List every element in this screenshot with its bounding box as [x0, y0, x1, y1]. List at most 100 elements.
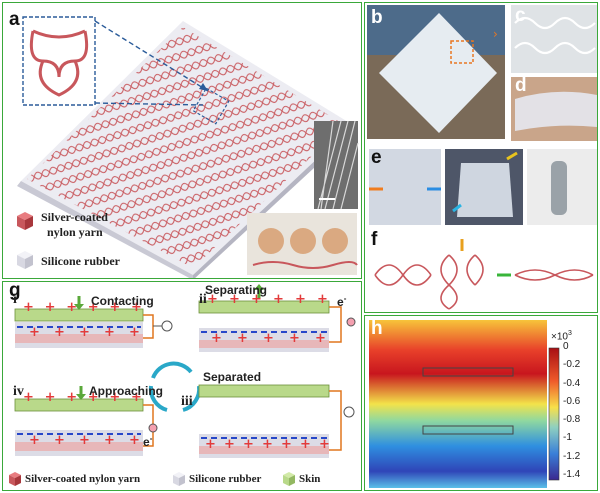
colorbar — [548, 347, 560, 481]
positive-charge-icon: + — [109, 300, 121, 315]
step-iii-diagram — [198, 384, 355, 458]
separated-label: Separated — [203, 370, 262, 384]
panel-g-graphic — [9, 284, 356, 486]
panel-h-graphic — [369, 320, 560, 488]
potential-field-map — [369, 320, 547, 488]
positive-charge-icon: + — [54, 433, 65, 448]
legend-yarn-label-2: nylon yarn — [47, 225, 103, 239]
panel-c-label: c — [515, 5, 526, 26]
svg-text:›: › — [493, 27, 498, 41]
positive-charge-icon: + — [207, 292, 218, 307]
positive-charge-icon: + — [66, 300, 78, 315]
positive-charge-icon: + — [66, 390, 78, 405]
positive-charge-icon: + — [211, 331, 222, 346]
legend-g-skin-label: Skin — [299, 473, 321, 485]
positive-charge-icon: + — [104, 325, 115, 340]
legend-yarn-cube — [17, 212, 33, 230]
positive-charge-icon: + — [229, 292, 240, 307]
positive-charge-icon: + — [104, 433, 115, 448]
colorbar-tick-label: -0.8 — [563, 414, 581, 426]
step-iv-label: iv — [13, 384, 24, 399]
photo-e1 — [369, 149, 441, 225]
electron-label-iv: e- — [143, 434, 153, 449]
legend-yarn-label-1: Silver-coated — [41, 210, 108, 224]
positive-charge-icon: + — [79, 325, 90, 340]
photo-c — [511, 5, 597, 73]
panel-a: a Silver-coated nylon yarn Silicone rubb… — [2, 2, 362, 279]
step-iv-diagram — [14, 386, 158, 456]
mesh-unit-diagrams — [374, 254, 594, 310]
legend-g-yarn-label: Silver-coated nylon yarn — [25, 473, 141, 485]
panel-a-graphic — [17, 16, 359, 278]
approaching-label: Approaching — [89, 384, 163, 398]
legend-g-skin-cube — [283, 472, 295, 486]
positive-charge-icon: + — [205, 437, 216, 452]
colorbar-tick-label: -0.2 — [563, 359, 581, 371]
colorbar-tick-label: -1.4 — [563, 469, 581, 480]
colorbar-tick-label: -0.4 — [563, 377, 581, 389]
positive-charge-icon: + — [251, 292, 262, 307]
colorbar-tick-label: 0 — [563, 341, 569, 352]
panel-g-label: g — [9, 281, 21, 301]
panel-g: ++++++++++++++++++++++++++++++++++++++++… — [2, 281, 362, 491]
positive-charge-icon: + — [131, 390, 142, 405]
positive-charge-icon: + — [29, 433, 40, 448]
step-iii-label: iii — [181, 394, 193, 409]
positive-charge-icon: + — [23, 300, 34, 315]
panel-h-label: h — [371, 318, 383, 339]
positive-charge-icon: + — [317, 292, 328, 307]
panel-h: h ×103 0 -0.2 -0.4 -0.6 -0.8 -1 -1.2 -1.4 — [364, 315, 598, 491]
positive-charge-icon: + — [29, 325, 40, 340]
colorbar-exponent: ×103 — [551, 330, 572, 343]
colorbar-tick-label: -1 — [563, 432, 572, 444]
step-i-label: i — [13, 292, 17, 307]
positive-charge-icon: + — [273, 292, 284, 307]
contacting-label: Contacting — [91, 294, 154, 308]
positive-charge-icon: + — [23, 390, 34, 405]
positive-charge-icon: + — [79, 433, 90, 448]
legend-rubber-label: Silicone rubber — [41, 254, 121, 268]
legend-g-yarn-cube — [9, 472, 21, 486]
positive-charge-icon: + — [295, 292, 306, 307]
positive-charge-icon: + — [87, 300, 99, 315]
positive-charge-icon: + — [54, 325, 65, 340]
yarn-mesh — [27, 27, 345, 268]
separating-label: Separating — [205, 283, 268, 297]
positive-charge-icon: + — [289, 331, 300, 346]
positive-charge-icon: + — [243, 437, 254, 452]
positive-charge-icon: + — [129, 325, 140, 340]
panel-f-label: f — [371, 229, 378, 250]
positive-charge-icon: + — [129, 433, 140, 448]
upper-layer-box — [422, 367, 514, 377]
lower-layer-box — [422, 425, 514, 435]
step-i-diagram — [14, 296, 173, 348]
panel-b-f: › b c d e f — [364, 2, 598, 313]
positive-charge-icon: + — [263, 331, 274, 346]
positive-charge-icon: + — [44, 390, 56, 405]
positive-charge-icon: + — [44, 300, 56, 315]
panel-d-label: d — [515, 75, 527, 96]
positive-charge-icon: + — [109, 390, 121, 405]
positive-charge-icon: + — [131, 300, 142, 315]
panel-a-label: a — [9, 9, 20, 30]
positive-charge-icon: + — [237, 331, 248, 346]
positive-charge-icon: + — [281, 437, 292, 452]
textile-sheet — [379, 13, 497, 133]
panel-bf-graphic: › — [367, 5, 597, 310]
positive-charge-icon: + — [300, 437, 311, 452]
positive-charge-icon: + — [319, 437, 330, 452]
positive-charge-icon: + — [224, 437, 235, 452]
step-ii-diagram — [198, 284, 356, 352]
electron-label-ii: e- — [337, 294, 347, 309]
step-ii-label: ii — [199, 292, 207, 307]
colorbar-tick-label: -0.6 — [563, 395, 581, 407]
legend-g-rubber-cube — [173, 472, 185, 486]
panel-b-label: b — [371, 7, 383, 28]
panel-e-label: e — [371, 147, 382, 168]
legend-g-rubber-label: Silicone rubber — [189, 473, 262, 485]
positive-charge-icon: + — [315, 331, 326, 346]
colorbar-tick-label: -1.2 — [563, 450, 581, 462]
positive-charge-icon: + — [262, 437, 273, 452]
legend-rubber-cube — [17, 251, 33, 269]
positive-charge-icon: + — [87, 390, 99, 405]
